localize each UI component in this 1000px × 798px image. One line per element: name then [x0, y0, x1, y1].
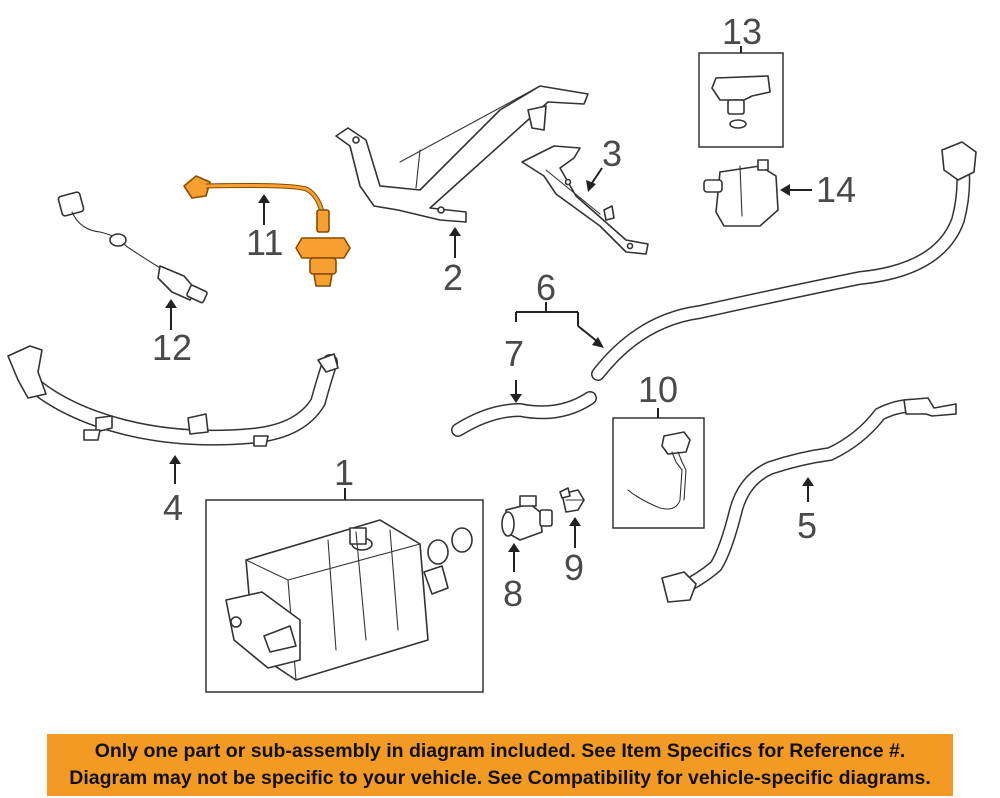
disclaimer-line-1: Only one part or sub-assembly in diagram…: [94, 740, 906, 762]
disclaimer-line-2: Diagram may not be specific to your vehi…: [69, 767, 931, 789]
part-7-hose: [451, 391, 597, 437]
callout-11: 11: [246, 222, 283, 263]
callout-12: 12: [152, 327, 192, 368]
callout-5: 5: [797, 505, 817, 546]
part-6-hose: [591, 141, 977, 381]
callout-1: 1: [334, 452, 354, 493]
callout-6: 6: [536, 267, 556, 308]
callout-7: 7: [504, 333, 524, 374]
part-1-charcoal-canister: [205, 499, 484, 693]
part-9-clip: [559, 487, 585, 513]
part-12-oxygen-sensor: [57, 191, 208, 304]
callout-3: 3: [602, 133, 622, 174]
part-2-bracket: [335, 85, 589, 223]
part-10-hose-assembly: [612, 417, 705, 529]
part-3-bracket: [521, 145, 649, 255]
part-14-purge-valve: [703, 159, 779, 227]
callout-2: 2: [443, 257, 463, 298]
callout-10: 10: [638, 369, 678, 410]
callout-8: 8: [503, 573, 523, 614]
callout-4: 4: [163, 487, 183, 528]
part-11-oxygen-sensor: [183, 175, 351, 287]
callout-14: 14: [816, 169, 856, 210]
disclaimer-banner: Only one part or sub-assembly in diagram…: [47, 734, 953, 796]
callout-13: 13: [722, 11, 762, 52]
part-13-pressure-sensor: [698, 52, 784, 148]
part-5-pipe: [661, 397, 957, 603]
part-8-connector: [501, 495, 553, 541]
part-4-frame: [7, 345, 339, 447]
callout-9: 9: [564, 547, 584, 588]
